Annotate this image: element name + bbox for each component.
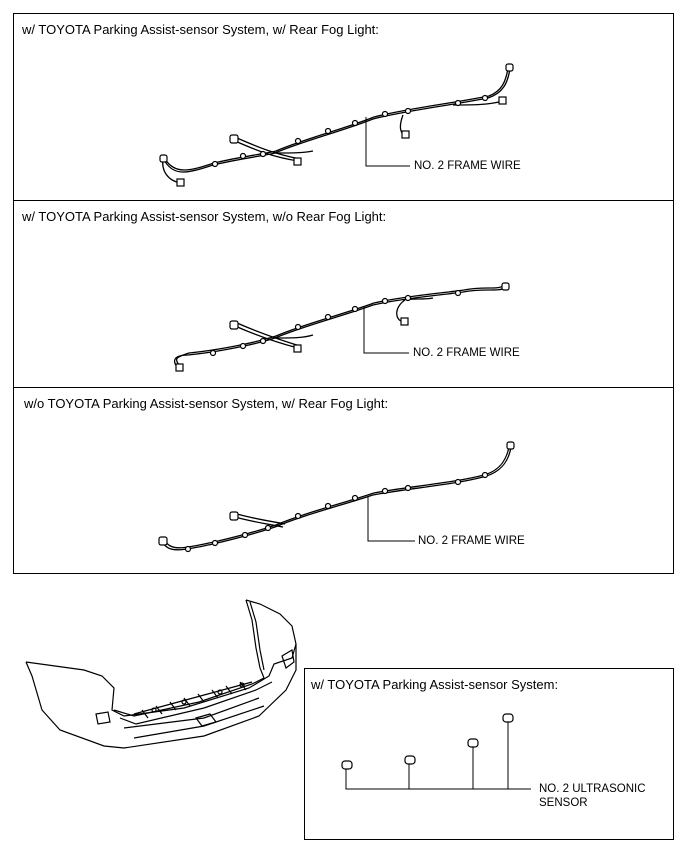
- ultrasonic-sensors-drawing: [341, 713, 531, 790]
- wire-panel-2: w/ TOYOTA Parking Assist-sensor System, …: [13, 200, 674, 388]
- ultrasonic-sensor-icon: [502, 713, 514, 723]
- wire-diagrams-frame: [13, 13, 674, 574]
- ultrasonic-sensor-callout-line2: SENSOR: [539, 797, 588, 809]
- panel-title: w/ TOYOTA Parking Assist-sensor System, …: [22, 22, 379, 37]
- panel-title: w/ TOYOTA Parking Assist-sensor System, …: [22, 209, 387, 224]
- frame-wire-callout: NO. 2 FRAME WIRE: [418, 535, 525, 547]
- ultrasonic-sensor-icon: [404, 755, 416, 765]
- frame-wire-callout: NO. 2 FRAME WIRE: [414, 160, 521, 172]
- ultrasonic-sensor-icon: [341, 760, 353, 770]
- wire-panel-1: w/ TOYOTA Parking Assist-sensor System, …: [13, 13, 674, 201]
- frame-wire-drawing: [174, 282, 510, 372]
- frame-wire-callout: NO. 2 FRAME WIRE: [413, 347, 520, 359]
- ultrasonic-sensor-callout-line1: NO. 2 ULTRASONIC: [539, 783, 646, 795]
- frame-wire-drawing: [159, 63, 514, 187]
- panel-title: w/o TOYOTA Parking Assist-sensor System,…: [24, 396, 389, 411]
- rear-bumper-illustration: [25, 599, 297, 749]
- frame-wire-drawing: [158, 441, 515, 553]
- ultrasonic-sensor-icon: [467, 738, 479, 748]
- wire-panel-3: w/o TOYOTA Parking Assist-sensor System,…: [13, 387, 674, 574]
- ultrasonic-sensor-panel: w/ TOYOTA Parking Assist-sensor System: …: [304, 668, 674, 840]
- panel-title: w/ TOYOTA Parking Assist-sensor System:: [311, 677, 559, 692]
